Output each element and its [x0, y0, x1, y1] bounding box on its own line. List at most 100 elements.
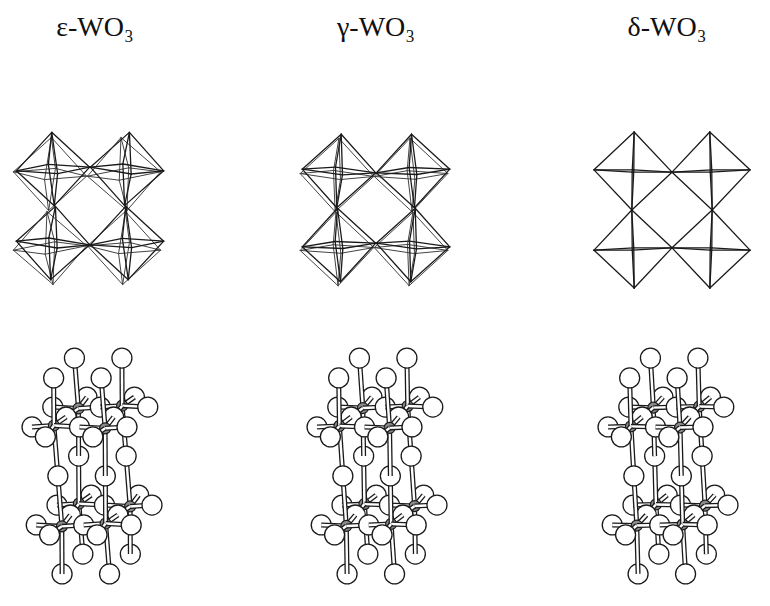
octahedron-edge [340, 243, 375, 282]
octahedron-edge [417, 169, 450, 174]
octahedron-edge [16, 238, 49, 241]
octahedron-edge [54, 167, 89, 206]
oxygen-atom [100, 564, 120, 584]
octahedron-edge [126, 206, 132, 247]
octahedron-edge [13, 172, 48, 211]
octahedron-edge [338, 208, 343, 248]
octahedron-edge [633, 248, 635, 288]
oxygen-atom [620, 368, 640, 388]
octahedron-edge [45, 180, 49, 211]
octahedron-edge [87, 246, 122, 285]
octahedron-edge [376, 167, 409, 172]
octahedron-edge [374, 138, 410, 176]
octahedron-edge [87, 211, 125, 245]
octahedron-edge [129, 132, 163, 170]
octahedron-edge [57, 245, 90, 248]
octahedron-edge [300, 174, 335, 212]
oxygen-atom [402, 417, 422, 437]
oxygen-atom [676, 564, 696, 584]
octahedron-edge [123, 164, 164, 171]
oxygen-atom [401, 446, 421, 466]
octahedron-edge [413, 212, 448, 250]
bond-stick [637, 526, 638, 574]
octahedron-edge [128, 248, 131, 280]
octahedron-edge [122, 238, 128, 279]
octahedron-edge [594, 250, 634, 288]
octahedron-edge [672, 210, 712, 248]
octahedron-edge [712, 170, 750, 210]
octahedron-edge [672, 170, 712, 172]
octahedron-edge [336, 167, 337, 208]
octahedron-edge [55, 206, 89, 244]
octahedron-edge [58, 167, 90, 173]
octahedron-edge [341, 134, 376, 173]
octahedron-edge [710, 170, 750, 172]
octahedron-edge [709, 132, 711, 172]
octahedron-edge [48, 164, 54, 205]
octahedron-edge [672, 248, 710, 288]
octahedron-edge [710, 249, 750, 250]
octahedron-edge [49, 238, 51, 280]
octahedron-edge [132, 241, 164, 247]
octahedron-edge [90, 167, 131, 174]
octahedron-edge [343, 243, 376, 248]
oxygen-atom [423, 397, 443, 417]
octahedron-edge [300, 138, 339, 173]
oxygen-atom [358, 544, 378, 564]
octahedron-edge [709, 250, 711, 288]
octahedron-edge [710, 250, 750, 288]
octahedron-edge [125, 171, 164, 206]
octahedron-edge [412, 134, 417, 174]
oxygen-atom [349, 348, 369, 368]
oxygen-atom [320, 427, 340, 447]
octahedron-edge [123, 164, 125, 206]
octahedron-edge [374, 248, 409, 286]
octahedron-edge [634, 132, 672, 172]
octahedron-edge [338, 248, 374, 286]
octahedron-edge [376, 241, 409, 243]
bond-stick [680, 428, 681, 476]
oxygen-atom [83, 427, 103, 447]
octahedron-edge [90, 245, 128, 280]
octahedron-edge [409, 134, 411, 167]
octahedron-edge [119, 138, 121, 181]
octahedron-edge [634, 248, 672, 288]
octahedron-edge [632, 172, 672, 210]
octahedron-edge [302, 247, 340, 282]
octahedron-edge [415, 208, 416, 249]
octahedron-edge [412, 134, 450, 169]
octahedron-edge [634, 247, 672, 248]
oxygen-atom [697, 515, 717, 535]
octahedron-edge [49, 206, 56, 238]
octahedron-edge [48, 164, 89, 167]
octahedron-edge [16, 132, 51, 171]
octahedron-edge [13, 137, 51, 171]
oxygen-atom [121, 515, 141, 535]
octahedron-edge [302, 169, 342, 175]
oxygen-atom [688, 348, 708, 368]
octahedron-edge [594, 248, 634, 250]
octahedron-edge [335, 241, 376, 243]
octahedron-edge [412, 174, 448, 212]
oxygen-atom [368, 427, 388, 447]
octahedron-edge [300, 212, 336, 250]
oxygen-atom [333, 466, 353, 486]
octahedron-edge [712, 210, 750, 250]
ball-stick-view [307, 348, 447, 584]
octahedron-edge [411, 249, 417, 282]
octahedron-edge [125, 174, 132, 206]
octahedron-edge [87, 176, 119, 180]
octahedron-edge [126, 206, 164, 241]
oxygen-atom [329, 368, 349, 388]
oxygen-atom [142, 495, 162, 515]
bond-stick [637, 526, 638, 574]
octahedron-edge [335, 208, 337, 241]
oxygen-atom [138, 397, 158, 417]
oxygen-atom [667, 368, 687, 388]
octahedron-edge [51, 248, 58, 280]
octahedron-edge [376, 243, 411, 282]
octahedron-edge [410, 241, 411, 282]
